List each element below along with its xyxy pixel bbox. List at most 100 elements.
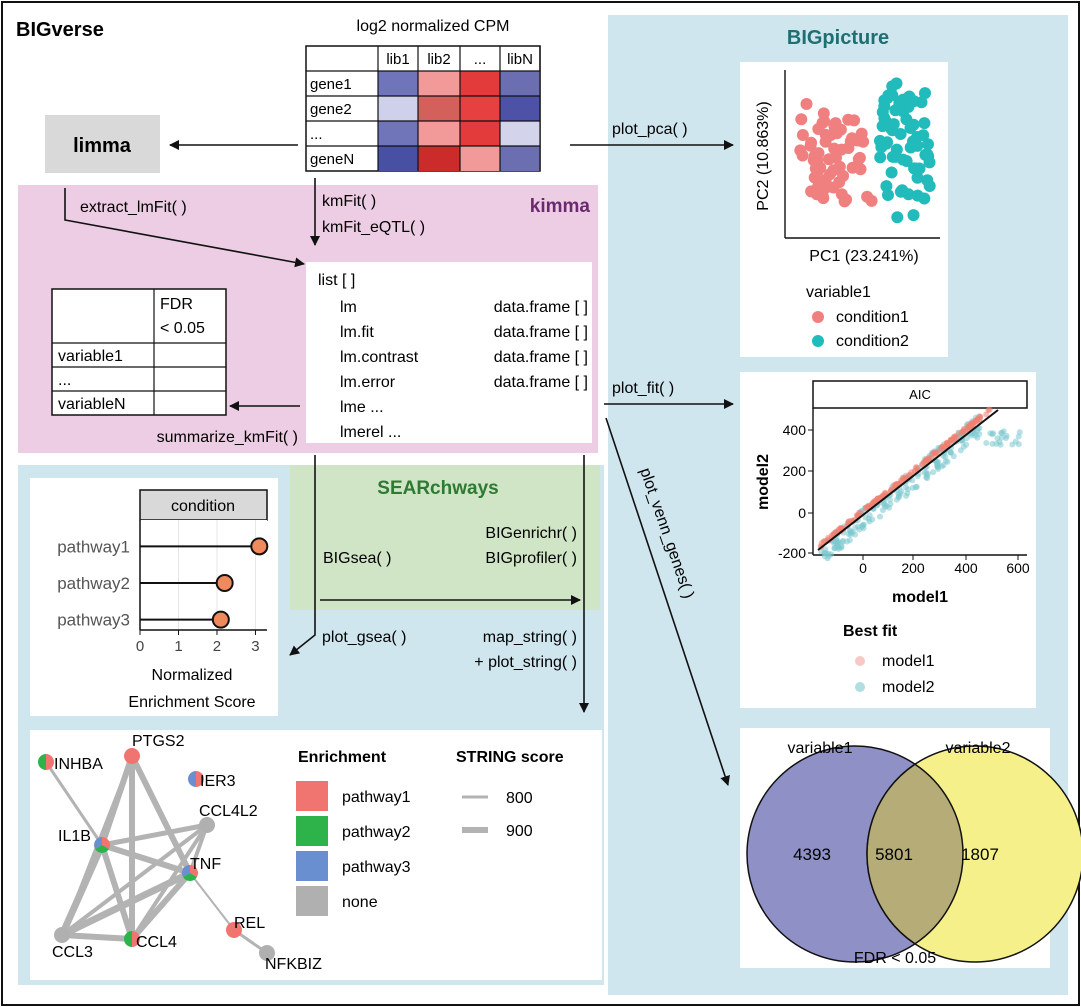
network-node-slice — [196, 771, 204, 787]
network-node-slice — [102, 837, 110, 849]
network-node — [124, 748, 140, 764]
fit-point-model2 — [989, 440, 996, 447]
fit-point-model2 — [858, 524, 865, 530]
fit-point-model2 — [852, 531, 859, 538]
network-node-label: IER3 — [200, 773, 236, 790]
fit-point-model2 — [947, 449, 954, 456]
list-item-name: lm.error — [340, 374, 396, 391]
pca-point — [911, 189, 924, 202]
pca-point — [886, 80, 899, 93]
plot-gsea-label: plot_gsea( ) — [322, 629, 407, 646]
pca-point — [804, 139, 817, 152]
fit-legend-title: Best fit — [843, 623, 898, 640]
fit-xtick-label: 200 — [901, 560, 925, 576]
enrichment-swatch — [296, 816, 328, 846]
fit-point-model2 — [983, 440, 990, 446]
matrix-col-header: libN — [507, 51, 533, 68]
fit-point-model2 — [950, 453, 957, 460]
fit-point-model2 — [834, 538, 841, 544]
venn-label-left: variable1 — [788, 740, 853, 757]
pca-point — [837, 169, 850, 182]
pca-point — [897, 153, 909, 166]
matrix-cell — [500, 71, 540, 96]
fit-point-model2 — [865, 515, 872, 522]
gsea-xlabel-1: Normalized — [152, 667, 233, 684]
pca-point — [880, 180, 893, 193]
fit-point-model1 — [944, 440, 951, 447]
pca-point — [923, 180, 936, 192]
matrix-cell — [460, 71, 500, 96]
pca-point — [911, 171, 924, 184]
fit-xtick-label: 400 — [954, 560, 978, 576]
page-title: BIGverse — [16, 19, 104, 41]
fit-legend-label-1: model1 — [882, 653, 935, 670]
pca-point — [822, 153, 835, 166]
network-node-slice — [38, 754, 46, 770]
fit-point-model2 — [989, 431, 996, 438]
enrichment-legend-title: Enrichment — [298, 749, 387, 766]
pca-point — [907, 118, 920, 131]
pca-point — [812, 180, 825, 193]
network-node-slice — [95, 845, 109, 853]
gsea-xtick-label: 1 — [174, 638, 182, 655]
fit-point-model2 — [877, 513, 883, 520]
fit-point-model1 — [908, 469, 915, 476]
fit-point-model2 — [1016, 429, 1023, 436]
network-edge — [44, 761, 104, 846]
fit-ylabel: model2 — [755, 454, 772, 510]
bigsea-label: BIGsea( ) — [323, 550, 391, 567]
fit-point-model2 — [930, 469, 937, 476]
network-node — [259, 945, 275, 961]
pca-ylabel: PC2 (10.863%) — [755, 101, 772, 210]
network-node-slice — [124, 931, 132, 947]
network-node-slice — [183, 873, 197, 881]
gsea-category-label: pathway3 — [57, 611, 130, 630]
pca-point — [800, 98, 813, 110]
plot-string-label: + plot_string( ) — [474, 654, 577, 671]
pca-points — [794, 77, 936, 224]
pca-point — [879, 115, 892, 127]
fit-point-model2 — [974, 434, 981, 441]
searchways-panel — [290, 465, 600, 610]
fit-point-model1 — [959, 428, 966, 435]
pca-point — [918, 117, 931, 130]
kmfit-eqtl-label: kmFit_eQTL( ) — [322, 219, 425, 236]
fit-point-model2 — [902, 484, 909, 491]
matrix-col-header: ... — [474, 51, 487, 68]
string-legend-title: STRING score — [456, 749, 564, 766]
network-edge — [188, 824, 209, 874]
pca-point — [894, 128, 907, 140]
fit-legend-label-2: model2 — [882, 679, 935, 696]
matrix-col-header: lib1 — [386, 51, 409, 68]
pca-point — [917, 129, 930, 142]
fit-point-model2 — [923, 469, 930, 476]
fit-facet-label: AIC — [909, 387, 931, 402]
network-node-slice — [46, 754, 54, 770]
pca-point — [874, 151, 887, 164]
gsea-category-label: pathway2 — [57, 574, 130, 593]
pca-point — [808, 171, 821, 184]
fdr-row-label: variable1 — [58, 348, 123, 365]
pca-point — [814, 161, 827, 174]
venn-left-count: 4393 — [793, 845, 831, 864]
bigpicture-title: BIGpicture — [787, 27, 889, 49]
list-header: list [ ] — [318, 272, 355, 289]
gsea-plot-area — [140, 520, 267, 630]
network-node — [54, 927, 70, 943]
matrix-cell — [460, 146, 500, 171]
fit-point-model2 — [844, 538, 851, 545]
matrix-cell — [378, 71, 418, 96]
pca-point — [796, 129, 809, 141]
network-node-label: IL1B — [58, 828, 91, 845]
pca-point — [919, 87, 931, 100]
fit-point-model2 — [998, 434, 1005, 441]
fit-point-model2 — [944, 458, 951, 465]
fdr-header-2: < 0.05 — [160, 320, 205, 337]
fit-facet-strip — [812, 380, 1028, 409]
fit-legend-dot-2 — [855, 682, 865, 692]
pca-point — [833, 160, 846, 173]
